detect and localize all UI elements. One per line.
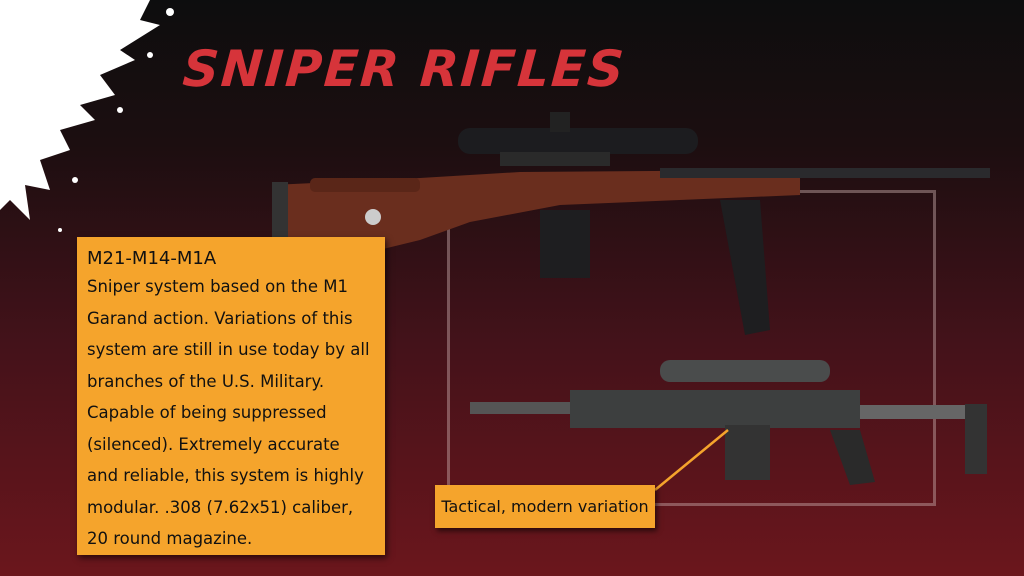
rifle-info-box: M21-M14-M1A Sniper system based on the M… bbox=[77, 237, 385, 555]
caption-pointer-line bbox=[654, 429, 729, 491]
image-caption: Tactical, modern variation bbox=[435, 485, 655, 528]
tactical-rifle-image bbox=[470, 360, 987, 485]
rifle-model-heading: M21-M14-M1A bbox=[87, 248, 217, 269]
m14-rifle-image bbox=[272, 112, 990, 335]
paint-splatter-decoration bbox=[0, 0, 174, 232]
rifle-description: Sniper system based on the M1 Garand act… bbox=[87, 277, 370, 548]
